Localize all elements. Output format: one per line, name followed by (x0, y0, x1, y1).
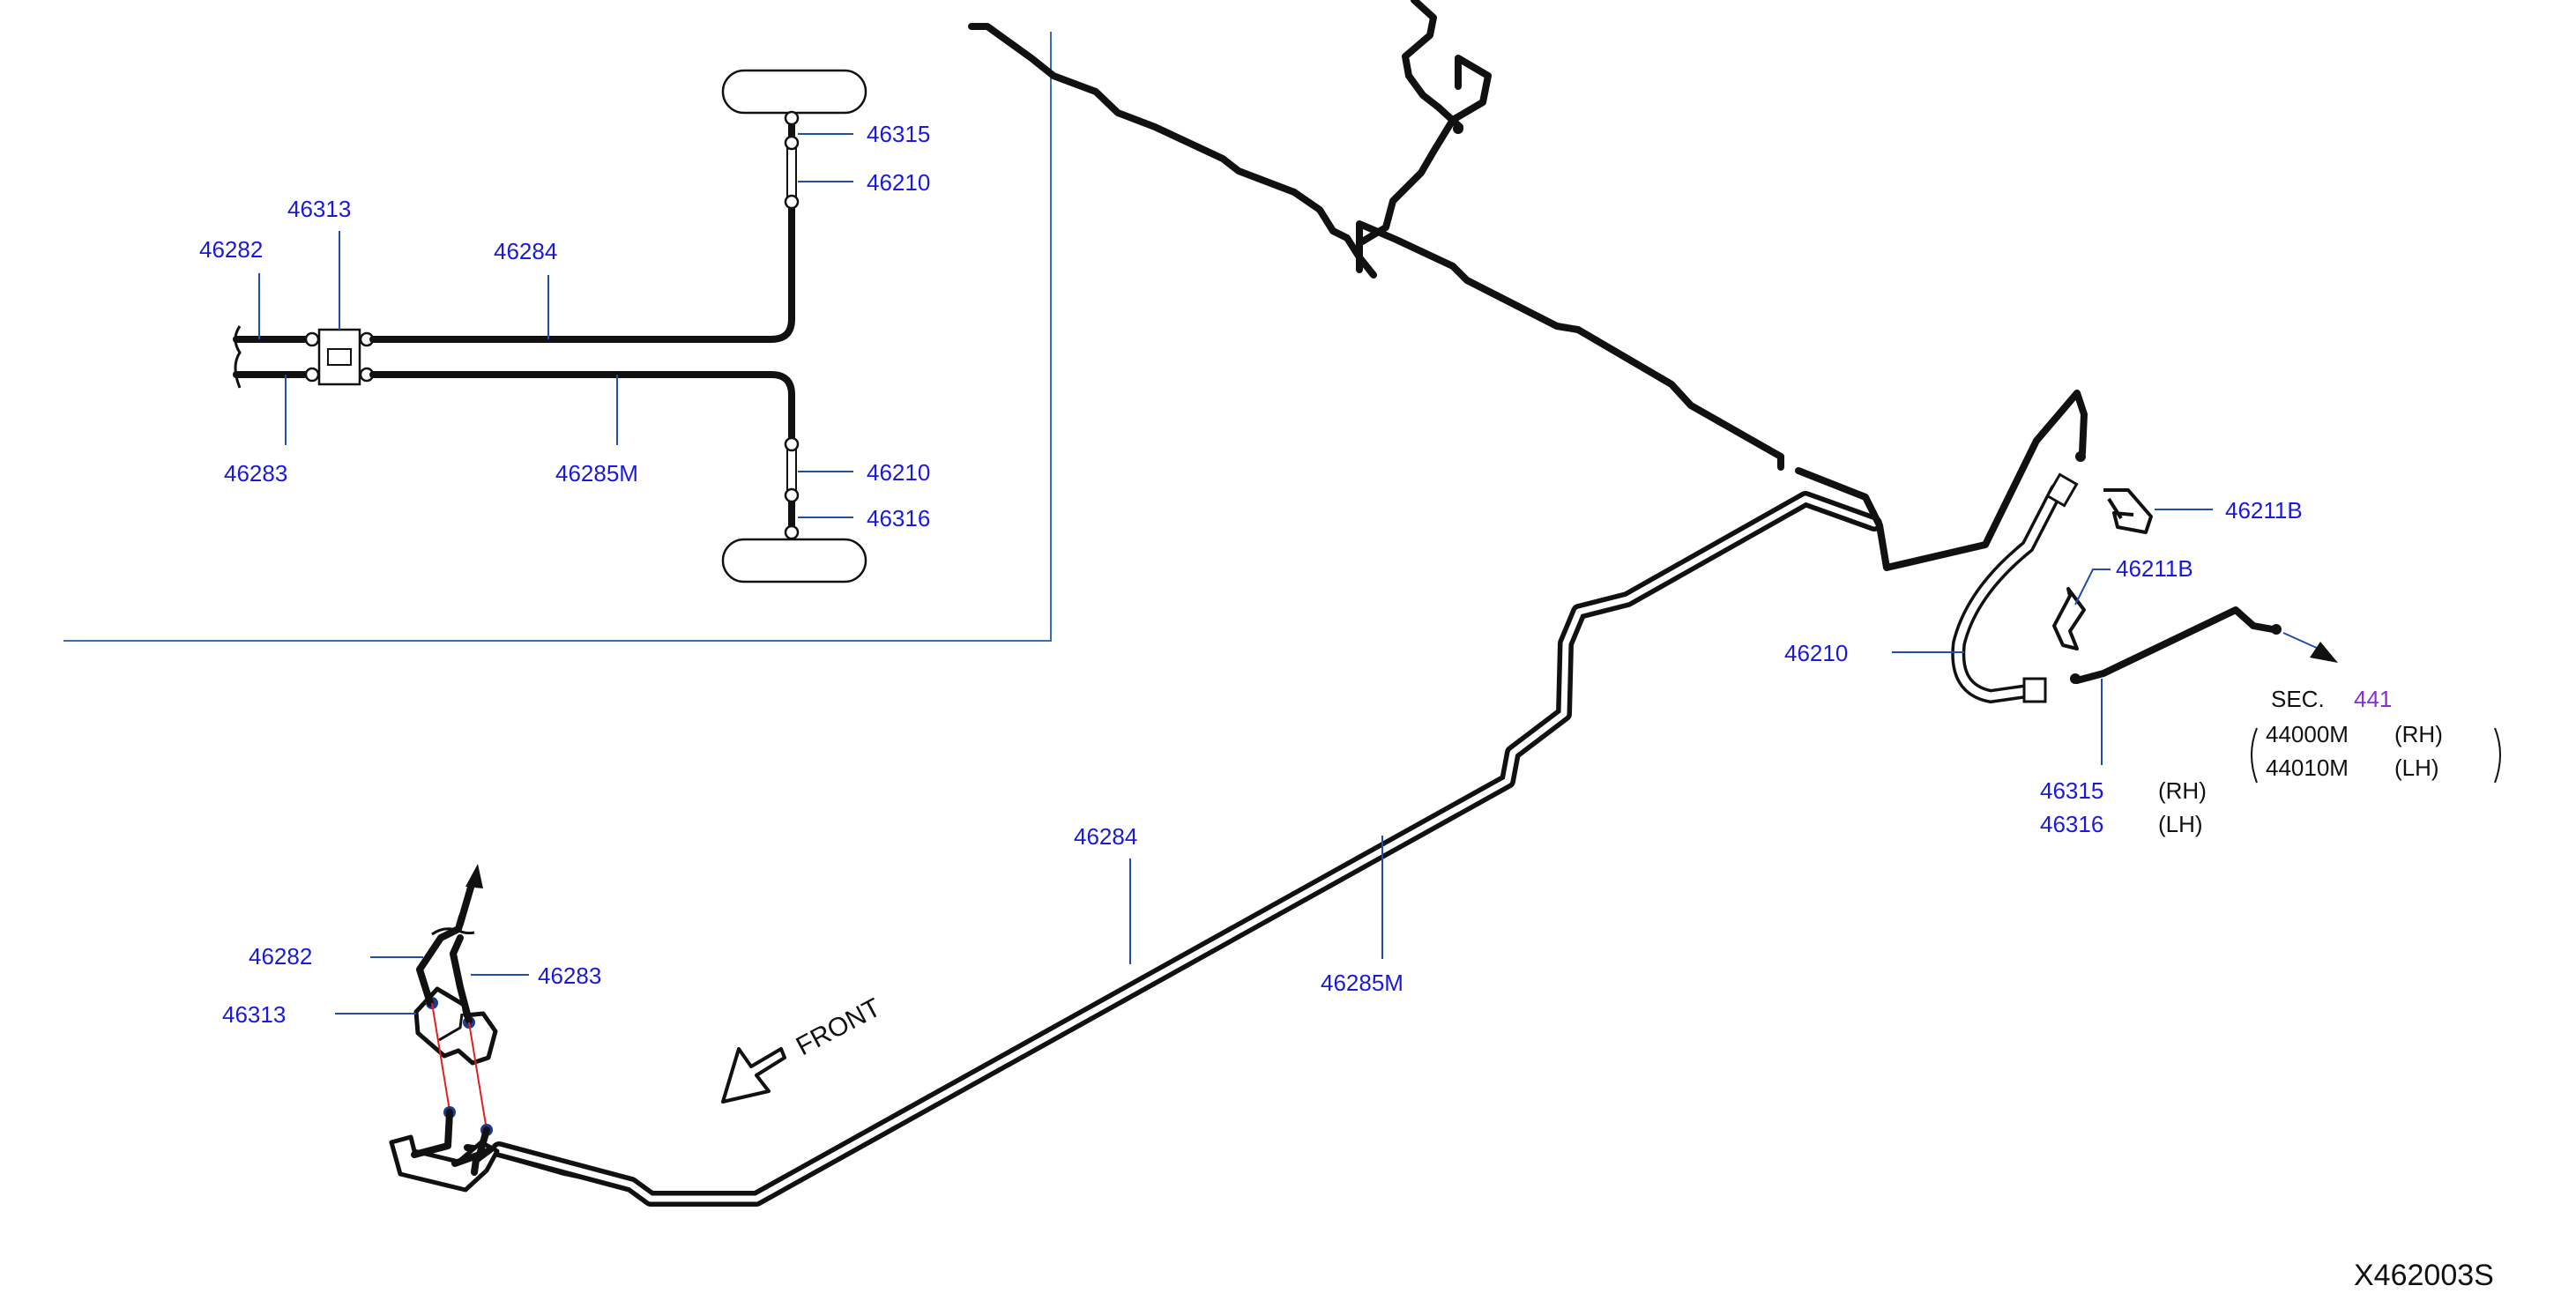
arrow-up-front (457, 878, 476, 927)
inset-label-46210-bottom: 46210 (867, 459, 930, 486)
inset-joint (784, 135, 800, 151)
inset-pipe-46284 (369, 122, 795, 343)
paren-left (2251, 727, 2258, 784)
inset-joint (784, 524, 800, 540)
inset-joint (784, 110, 800, 126)
inset-wheel-top (721, 69, 867, 115)
front-label: FRONT (792, 993, 886, 1062)
label-46316: 46316 (2040, 811, 2103, 837)
label-46315: 46315 (2040, 777, 2103, 804)
part-44010m: 44010M (2266, 754, 2349, 781)
inset-wheel-bottom (721, 538, 867, 583)
main-callouts: 46284 46285M 46282 46283 46313 46211B 46… (222, 497, 2501, 1028)
label-46211b-lower: 46211B (2116, 555, 2193, 582)
inset-joint (304, 367, 320, 383)
pipe-double-run (491, 491, 1882, 1207)
pipe-end-dot (1453, 123, 1463, 134)
inset-label-46315: 46315 (867, 121, 930, 147)
arrow-to-sec441-icon (2310, 642, 2338, 663)
leader (2074, 569, 2111, 606)
pipe-46283-front (450, 934, 473, 1024)
label-46211b-upper: 46211B (2225, 497, 2303, 524)
pipe-to-front (471, 1146, 494, 1176)
inset-schematic: 46282 46313 46284 46283 46285M 46315 462… (63, 32, 1052, 642)
inset-label-46316: 46316 (867, 505, 930, 531)
inset-pipe-46285m (369, 371, 795, 532)
inset-hose-bottom (786, 443, 797, 496)
inset-joint (304, 331, 320, 347)
inset-label-46284: 46284 (494, 238, 557, 264)
pipe-upper-branch (1356, 55, 1784, 471)
inset-break-mark (234, 325, 242, 389)
label-46284: 46284 (1074, 823, 1137, 850)
paren-right (2494, 727, 2501, 784)
main-pipe-routing (389, 0, 2338, 1207)
inset-joint (784, 194, 800, 210)
pipe-upper-branch (1356, 220, 1784, 460)
front-arrow-icon (721, 1047, 786, 1104)
pipe-upper-hook (1402, 0, 1463, 130)
inset-label-46313: 46313 (287, 196, 351, 222)
arrow-leader (2282, 632, 2319, 650)
pipe-end-dot (2070, 673, 2081, 684)
label-46282: 46282 (249, 943, 312, 970)
inset-frame (63, 32, 1052, 642)
part-44000m: 44000M (2266, 721, 2349, 747)
label-46313: 46313 (222, 1001, 286, 1028)
label-46285m: 46285M (1321, 970, 1403, 996)
sec-number-link[interactable]: 441 (2354, 686, 2392, 712)
inset-hose-top (786, 142, 797, 198)
pipe-end-dot (2075, 451, 2086, 462)
pipe-upper-run (968, 23, 1377, 279)
inset-label-46283: 46283 (224, 460, 287, 487)
diagram-code: X462003S (2354, 1259, 2494, 1292)
label-46283: 46283 (538, 962, 601, 989)
label-rh-2: (RH) (2394, 721, 2443, 747)
break-mark (431, 927, 475, 936)
sec-prefix: SEC. (2271, 686, 2325, 712)
arrow-up-icon (465, 864, 483, 888)
pipe-46315-to-caliper (2073, 606, 2276, 684)
label-46210: 46210 (1784, 640, 1848, 666)
pipe-end-dot (2271, 624, 2282, 635)
bolt-guide-line (468, 1022, 488, 1131)
pipe-right-section (1795, 390, 2088, 571)
label-rh: (RH) (2158, 777, 2207, 804)
hose-fitting-bottom (2022, 677, 2047, 703)
front-direction-indicator: FRONT (721, 993, 886, 1104)
label-lh: (LH) (2158, 811, 2203, 837)
inset-label-46210-top: 46210 (867, 169, 930, 196)
inset-label-46285m: 46285M (555, 460, 638, 487)
inset-joint (784, 436, 800, 452)
inset-label-46282: 46282 (199, 236, 263, 263)
clip-46211b-upper (2103, 488, 2153, 534)
inset-joint (784, 487, 800, 503)
label-lh-2: (LH) (2394, 754, 2439, 781)
bolt-guide-line (431, 1002, 450, 1111)
hose-fitting-top (2045, 472, 2079, 508)
